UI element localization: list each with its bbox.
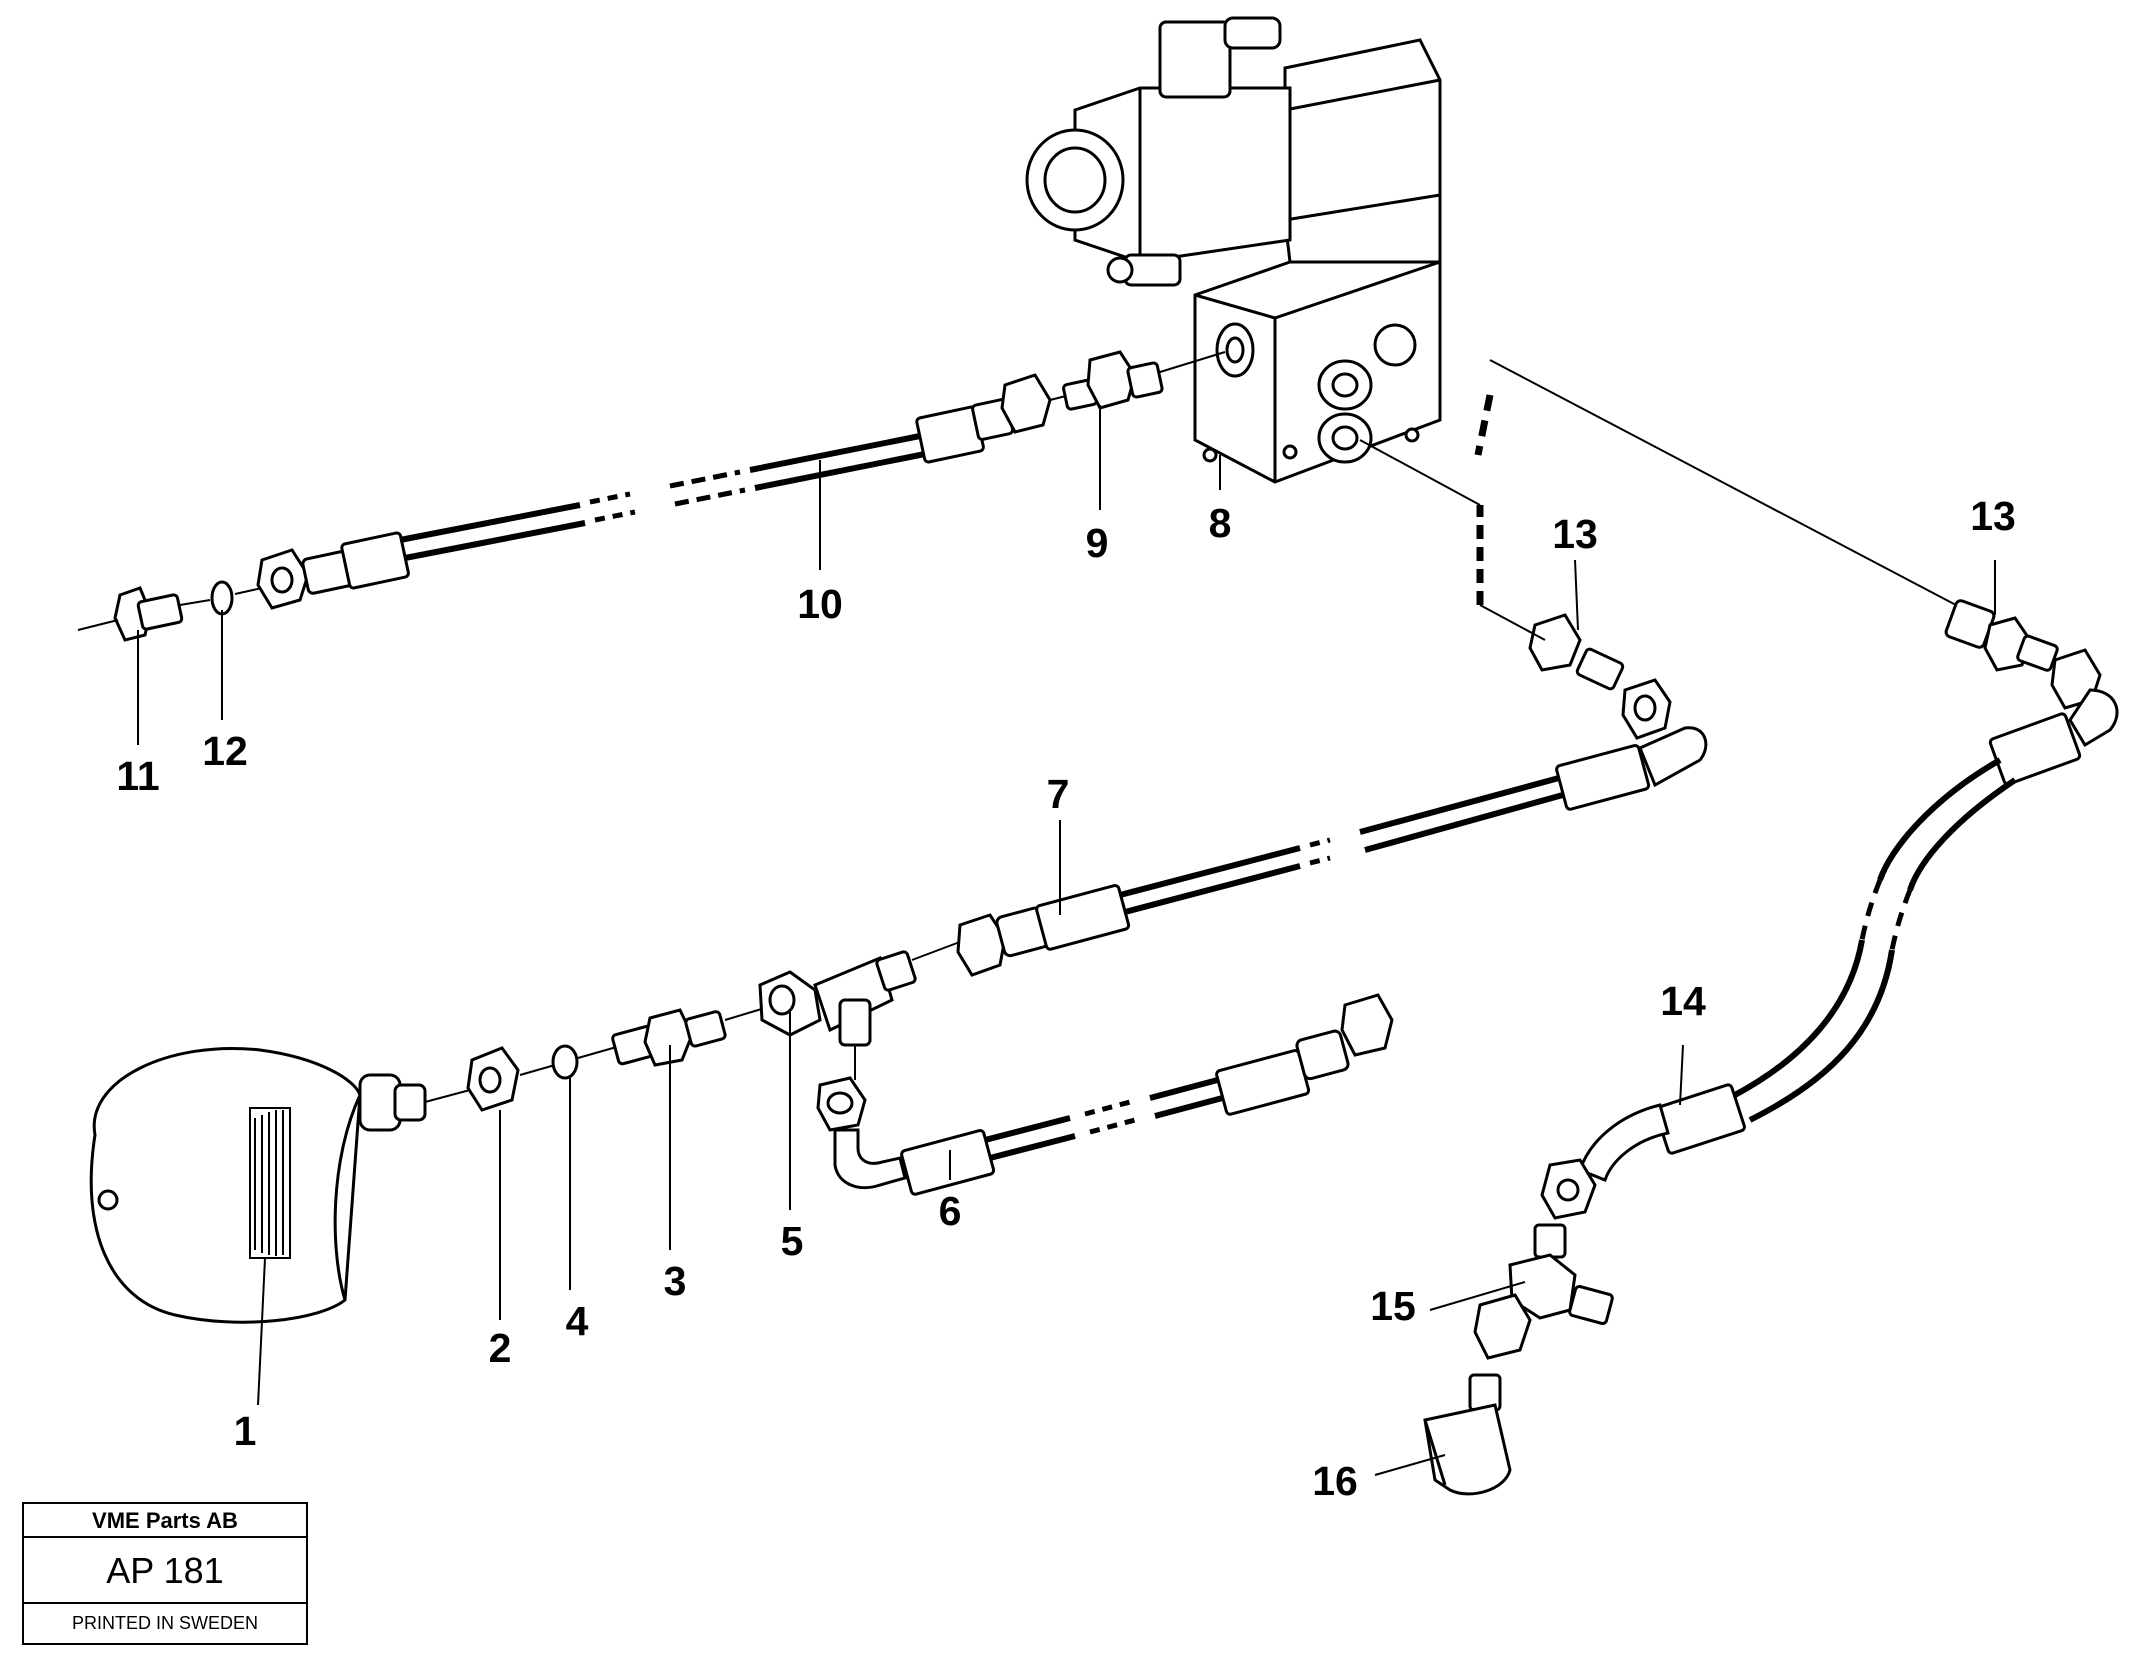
callout-2: 2 bbox=[489, 1325, 512, 1371]
lock-nut bbox=[466, 1046, 520, 1112]
callout-7: 7 bbox=[1047, 771, 1070, 817]
solenoid-valve-block bbox=[1025, 16, 1442, 484]
hydraulic-hose-7 bbox=[911, 439, 1708, 977]
callout-5: 5 bbox=[781, 1218, 804, 1264]
adapter-nipple bbox=[611, 1008, 727, 1067]
pressure-accumulator bbox=[89, 1047, 471, 1324]
stamp-code: AP 181 bbox=[24, 1538, 306, 1604]
hydraulic-hose-6 bbox=[816, 993, 1394, 1196]
tee-connector bbox=[758, 950, 917, 1047]
callout-9: 9 bbox=[1086, 520, 1109, 566]
adapter-nipple-9 bbox=[1049, 350, 1226, 411]
callout-10: 10 bbox=[797, 581, 843, 627]
test-point-cap-16 bbox=[1423, 1373, 1512, 1496]
callout-13-left: 13 bbox=[1552, 511, 1598, 557]
hydraulic-hose-10 bbox=[77, 373, 1052, 642]
callout-16: 16 bbox=[1312, 1458, 1358, 1504]
callout-4: 4 bbox=[566, 1298, 589, 1344]
callout-1: 1 bbox=[234, 1408, 257, 1454]
stamp-printed: PRINTED IN SWEDEN bbox=[71, 1613, 258, 1633]
callout-3: 3 bbox=[664, 1258, 687, 1304]
callout-13-right: 13 bbox=[1970, 493, 2016, 539]
stamp-company: VME Parts AB bbox=[24, 1504, 306, 1538]
tee-fitting-15 bbox=[1473, 1223, 1614, 1360]
callout-11: 11 bbox=[116, 753, 159, 799]
leader-lines bbox=[137, 405, 1996, 1476]
callout-14: 14 bbox=[1660, 978, 1706, 1024]
callout-8: 8 bbox=[1209, 500, 1232, 546]
hydraulic-hose-14 bbox=[1474, 359, 2119, 1220]
title-stamp: VME Parts AB AP 181 PRINTED IN SWEDEN bbox=[22, 1502, 308, 1645]
callout-6: 6 bbox=[939, 1188, 962, 1234]
callout-15: 15 bbox=[1370, 1283, 1416, 1329]
sealing-ring bbox=[551, 1044, 579, 1080]
callout-12: 12 bbox=[202, 728, 248, 774]
